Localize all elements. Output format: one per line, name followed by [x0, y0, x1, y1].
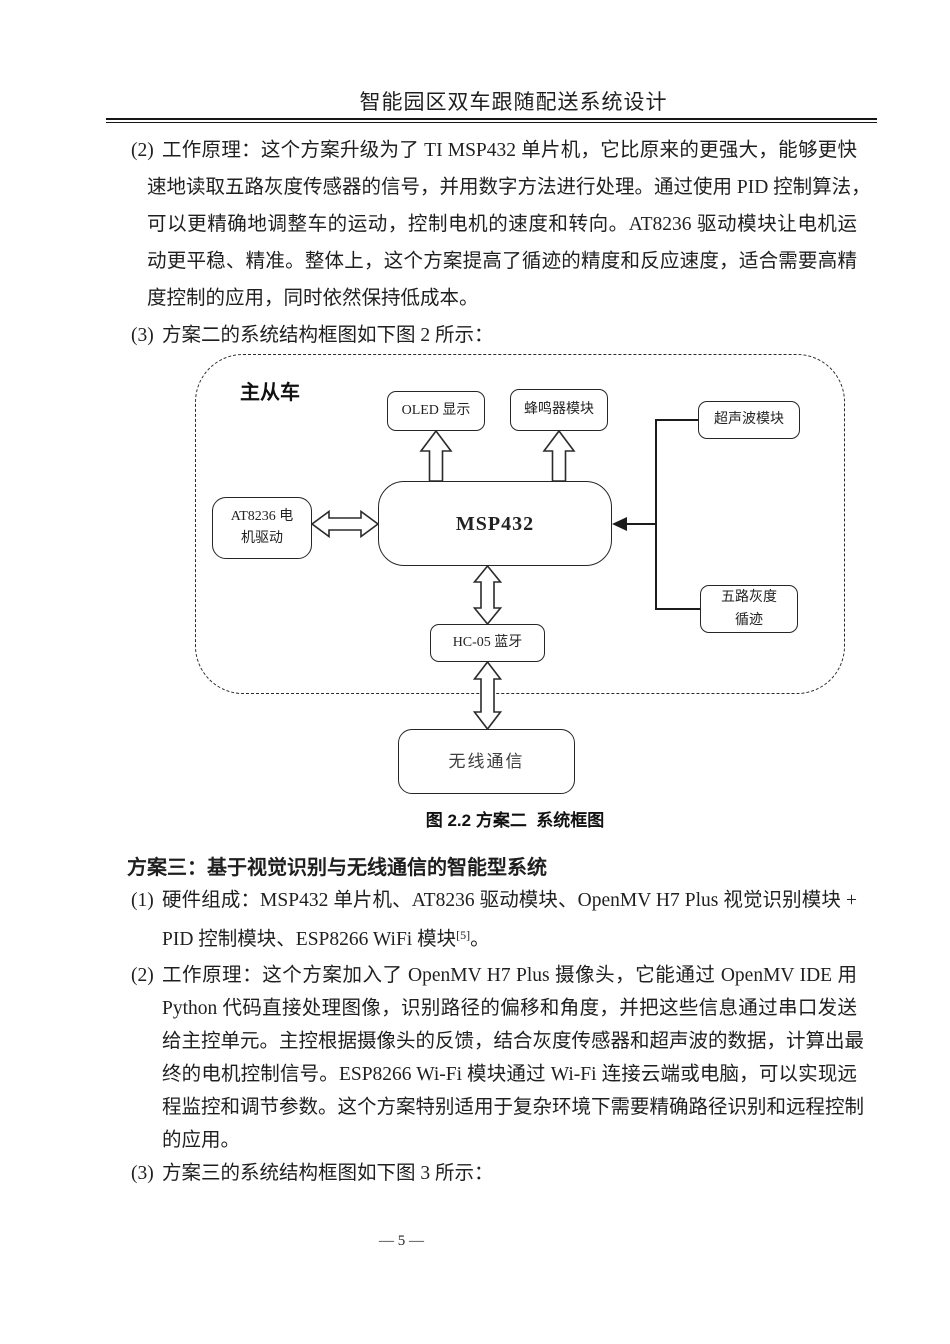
arrow-mcu-to-oled	[419, 429, 453, 482]
paragraph-item-3: (3)方案二的系统结构框图如下图 2 所示：	[0, 317, 950, 354]
scheme3-item-3: (3)方案三的系统结构框图如下图 3 所示：	[0, 1157, 950, 1190]
body-line: Python 代码直接处理图像，识别路径的偏移和角度，并把这些信息通过串口发送	[162, 998, 857, 1019]
body-line: (3)方案三的系统结构框图如下图 3 所示：	[131, 1157, 857, 1190]
citation-ref: [5]	[456, 928, 471, 942]
body-line: 程监控和调节参数。这个方案特别适用于复杂环境下需要精确路径识别和远程控制	[162, 1097, 865, 1118]
arrow-mcu-to-buzzer	[542, 429, 576, 482]
sensor-arrowhead	[612, 517, 627, 531]
oled-display-box: OLED 显示	[387, 391, 485, 431]
page-number: — 5 —	[379, 1233, 424, 1249]
arrow-mcu-bluetooth-bidirectional	[472, 564, 503, 626]
body-line: (2)工作原理：这个方案加入了 OpenMV H7 Plus 摄像头，它能通过 …	[131, 959, 857, 992]
body-line: (3)方案二的系统结构框图如下图 2 所示：	[131, 317, 857, 354]
body-line: 速地读取五路灰度传感器的信号，并用数字方法进行处理。通过使用 PID 控制算法，	[147, 177, 871, 198]
body-line: 度控制的应用，同时依然保持低成本。	[147, 288, 479, 309]
list-marker: (2)	[131, 140, 154, 161]
list-marker: (1)	[131, 890, 154, 911]
page-header-title: 智能园区双车跟随配送系统设计	[359, 90, 668, 114]
scheme3-heading: 方案三：基于视觉识别与无线通信的智能型系统	[127, 857, 547, 879]
list-marker: (2)	[131, 965, 154, 986]
arrow-motor-mcu-bidirectional	[310, 509, 380, 539]
buzzer-module-box: 蜂鸣器模块	[510, 389, 608, 431]
sensor-bus-line	[655, 419, 700, 610]
system-block-diagram-figure: 主从车 OLED 显示 蜂鸣器模块 超声波模块 AT8236 电 机驱动 MSP…	[0, 354, 950, 844]
grayscale-tracking-box: 五路灰度 循迹	[700, 585, 798, 633]
master-slave-vehicle-label: 主从车	[240, 382, 300, 404]
body-line: 终的电机控制信号。ESP8266 Wi-Fi 模块通过 Wi-Fi 连接云端或电…	[162, 1064, 857, 1085]
diagram-connector-canvas	[310, 419, 700, 731]
header-rule	[106, 118, 877, 123]
body-line: (2)工作原理：这个方案升级为了 TI MSP432 单片机，它比原来的更强大，…	[131, 132, 857, 169]
master-slave-vehicle-group-border	[195, 354, 845, 694]
body-line: 给主控单元。主控根据摄像头的反馈，结合灰度传感器和超声波的数据，计算出最	[162, 1031, 865, 1052]
figure-caption: 图 2.2 方案二 系统框图	[425, 811, 605, 830]
mcu-msp432-box: MSP432	[378, 481, 612, 566]
body-line: (1)硬件组成：MSP432 单片机、AT8236 驱动模块、OpenMV H7…	[131, 883, 857, 918]
scheme3-item-1: (1)硬件组成：MSP432 单片机、AT8236 驱动模块、OpenMV H7…	[0, 883, 950, 957]
body-line: 可以更精确地调整车的运动，控制电机的速度和转向。AT8236 驱动模块让电机运	[147, 214, 857, 235]
body-line: 动更平稳、精准。整体上，这个方案提高了循迹的精度和反应速度，适合需要高精	[147, 251, 857, 272]
body-line: PID 控制模块、ESP8266 WiFi 模块[5]。	[162, 928, 490, 950]
ultrasonic-module-box: 超声波模块	[698, 401, 800, 439]
scheme3-item-2: (2)工作原理：这个方案加入了 OpenMV H7 Plus 摄像头，它能通过 …	[0, 959, 950, 1157]
bluetooth-module-box: HC-05 蓝牙	[430, 624, 545, 662]
body-line: 的应用。	[162, 1130, 241, 1151]
motor-driver-box: AT8236 电 机驱动	[212, 497, 312, 559]
paragraph-item-2: (2)工作原理：这个方案升级为了 TI MSP432 单片机，它比原来的更强大，…	[0, 132, 950, 317]
list-marker: (3)	[131, 325, 154, 346]
wireless-comm-box: 无线通信	[398, 729, 575, 794]
arrow-bluetooth-wireless-bidirectional	[472, 660, 503, 731]
list-marker: (3)	[131, 1163, 154, 1184]
